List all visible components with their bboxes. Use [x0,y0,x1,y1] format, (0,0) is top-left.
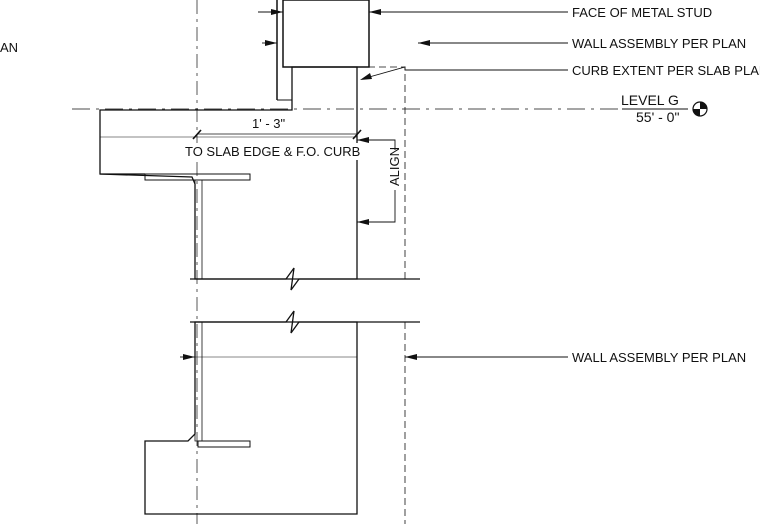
dimension-align-label: ALIGN [387,147,402,186]
concrete-wall-lower [144,321,358,515]
break-line-upper [190,267,420,291]
note-face-of-metal-stud: FACE OF METAL STUD [572,5,712,20]
embed-angle-lower [194,321,203,442]
dimension-slab-edge: 1' - 3" [252,116,285,131]
note-wall-assembly-upper: WALL ASSEMBLY PER PLAN [572,36,746,51]
embed-plate-upper [144,173,251,181]
level-elevation: 55' - 0" [636,109,679,125]
note-wall-assembly-lower: WALL ASSEMBLY PER PLAN [572,350,746,365]
embed-plate-lower [197,440,251,448]
dimension-slab-edge-note: TO SLAB EDGE & F.O. CURB [185,144,360,159]
note-curb-extent: CURB EXTENT PER SLAB PLAN [572,63,760,78]
level-marker-symbol [692,101,708,117]
metal-stud [282,0,370,68]
cut-off-note: AN [0,40,18,55]
concrete-slab-upper [99,66,358,280]
break-line-lower [190,310,420,334]
embed-angle-upper [194,179,203,280]
level-name: LEVEL G [621,92,679,108]
